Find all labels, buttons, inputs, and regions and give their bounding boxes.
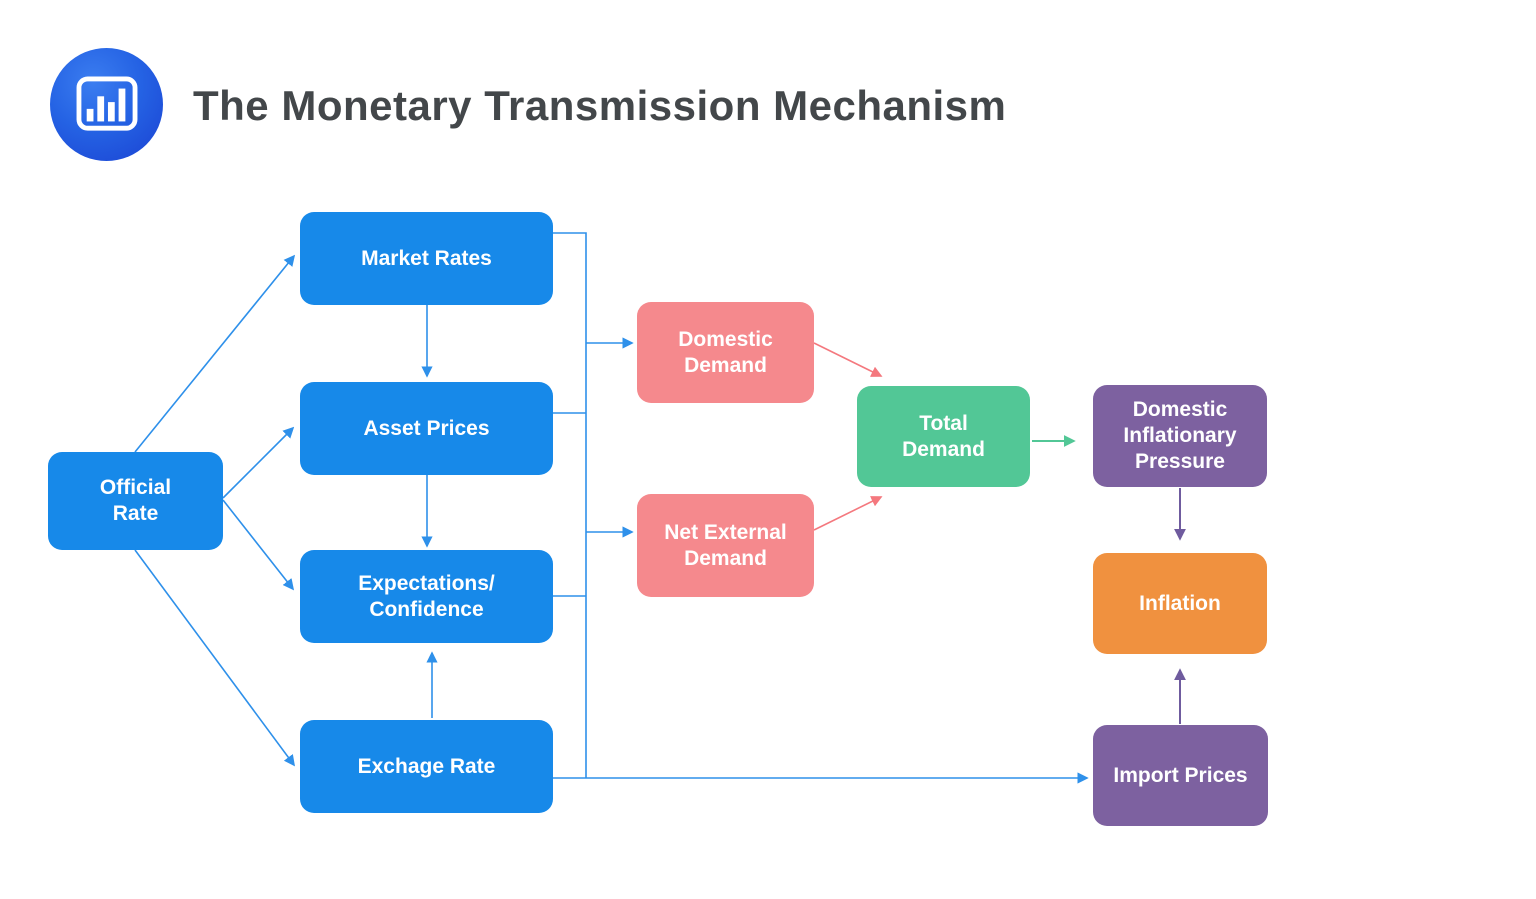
node-net-external-demand: Net External Demand: [637, 494, 814, 597]
arrow-domestic-demand-to-total-demand: [813, 342, 883, 377]
node-import-prices: Import Prices: [1093, 725, 1268, 826]
node-inflation: Inflation: [1093, 553, 1267, 654]
collector-rail: [553, 232, 587, 778]
node-domestic-inflationary-pressure: Domestic Inflationary Pressure: [1093, 385, 1267, 487]
node-domestic-demand: Domestic Demand: [637, 302, 814, 403]
arrow-net-external-to-total-demand: [813, 496, 883, 531]
node-exchange-rate: Exchage Rate: [300, 720, 553, 813]
arrow-official-to-expectations: [222, 499, 295, 591]
node-market-rates: Market Rates: [300, 212, 553, 305]
node-asset-prices: Asset Prices: [300, 382, 553, 475]
node-expectations-confidence: Expectations/ Confidence: [300, 550, 553, 643]
node-official-rate: Official Rate: [48, 452, 223, 550]
node-total-demand: Total Demand: [857, 386, 1030, 487]
arrow-official-to-asset-prices: [222, 426, 295, 499]
bar-chart-icon: [50, 48, 163, 161]
arrow-official-to-exchange-rate: [134, 549, 295, 767]
page-title: The Monetary Transmission Mechanism: [193, 82, 1007, 129]
arrow-official-to-market-rates: [134, 254, 296, 453]
